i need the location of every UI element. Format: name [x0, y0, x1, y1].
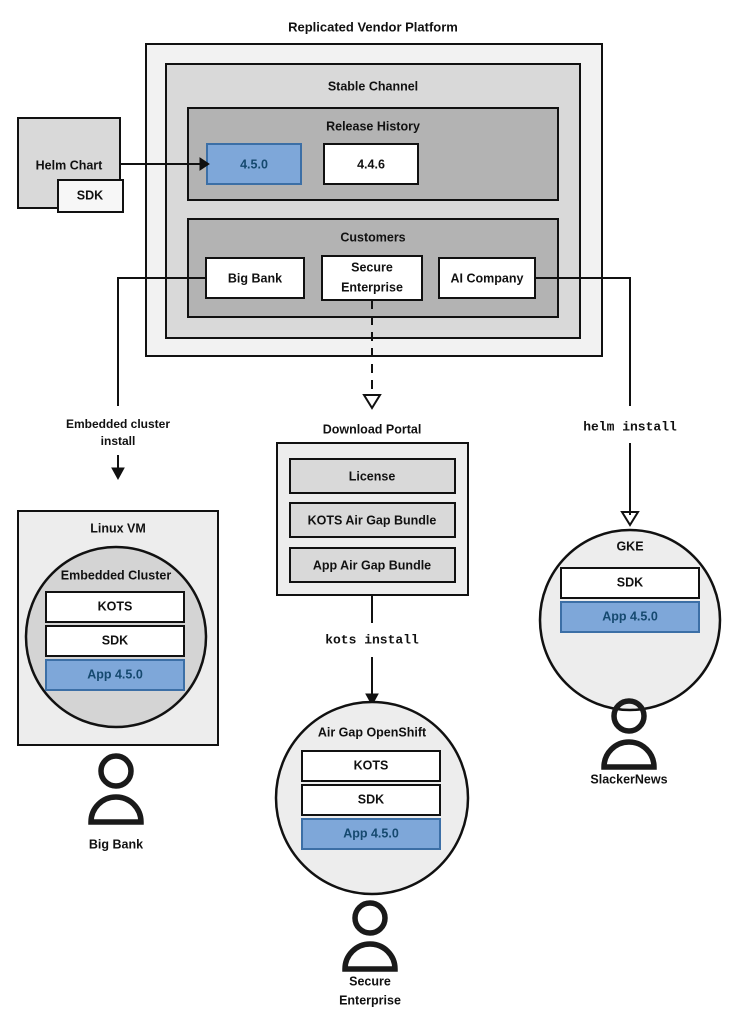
customer-card-ai-company[interactable]	[438, 257, 536, 299]
user-icon-secure-enterprise	[342, 900, 398, 972]
user-label-line2: Enterprise	[339, 993, 401, 1007]
download-portal-title: Download Portal	[323, 422, 422, 436]
arrowhead-release	[199, 157, 210, 171]
helm-chart-label: Helm Chart	[36, 158, 104, 172]
customer-label-line2: Enterprise	[341, 280, 403, 294]
user-icon-slackernews	[601, 698, 657, 770]
user-icon-big-bank	[88, 753, 144, 825]
customer-card-secure-enterprise[interactable]	[321, 255, 423, 301]
customer-label: Big Bank	[228, 271, 282, 285]
customer-card-big-bank[interactable]	[205, 257, 305, 299]
customer-label-line1: Secure	[351, 260, 393, 274]
portal-item-label: App Air Gap Bundle	[313, 558, 431, 572]
arrowhead-openshift	[365, 693, 379, 707]
user-label-slackernews: SlackerNews	[590, 772, 667, 786]
component-app[interactable]	[301, 818, 441, 850]
component-label: SDK	[358, 792, 384, 806]
edge-label-kots-install: kots install	[325, 632, 419, 647]
edge-aicompany-to-gke	[535, 277, 631, 406]
component-sdk[interactable]	[560, 567, 700, 599]
portal-item-label: License	[349, 469, 396, 483]
component-label: SDK	[102, 633, 128, 647]
component-label: App 4.5.0	[343, 826, 399, 840]
component-kots[interactable]	[45, 591, 185, 623]
release-version-label: 4.4.6	[357, 157, 385, 171]
linux-vm-title: Linux VM	[90, 521, 146, 535]
stable-channel-title: Stable Channel	[328, 79, 418, 93]
edge-label-helm-install: helm install	[583, 419, 677, 434]
component-sdk[interactable]	[45, 625, 185, 657]
edge-bigbank-to-embedded	[117, 277, 206, 406]
arrowhead-download-portal	[362, 394, 382, 410]
customer-label: AI Company	[451, 271, 524, 285]
gke-title: GKE	[616, 539, 643, 553]
portal-item-kots-bundle[interactable]	[289, 502, 456, 538]
arrowhead-gke	[620, 511, 640, 527]
component-app[interactable]	[45, 659, 185, 691]
component-label: App 4.5.0	[602, 609, 658, 623]
portal-item-license[interactable]	[289, 458, 456, 494]
airgap-openshift-title: Air Gap OpenShift	[318, 725, 427, 739]
helm-chart-sdk-box[interactable]	[57, 179, 124, 213]
portal-item-label: KOTS Air Gap Bundle	[308, 513, 437, 527]
component-label: SDK	[617, 575, 643, 589]
edge-label-embedded-line2: install	[101, 434, 136, 448]
component-label: KOTS	[354, 758, 389, 772]
component-sdk[interactable]	[301, 784, 441, 816]
user-label-big-bank: Big Bank	[89, 837, 143, 851]
release-card-4-4-6[interactable]	[323, 143, 419, 185]
platform-title: Replicated Vendor Platform	[288, 19, 458, 34]
portal-item-app-bundle[interactable]	[289, 547, 456, 583]
component-app[interactable]	[560, 601, 700, 633]
component-kots[interactable]	[301, 750, 441, 782]
user-label-line1: Secure	[349, 974, 391, 988]
release-history-title: Release History	[326, 119, 420, 133]
component-label: App 4.5.0	[87, 667, 143, 681]
release-version-label: 4.5.0	[240, 157, 268, 171]
embedded-cluster-title: Embedded Cluster	[61, 568, 172, 582]
component-label: KOTS	[98, 599, 133, 613]
helm-chart-sdk-label: SDK	[77, 188, 103, 202]
edge-label-embedded-line1: Embedded cluster	[66, 417, 170, 431]
customers-title: Customers	[340, 230, 405, 244]
release-card-4-5-0[interactable]	[206, 143, 302, 185]
